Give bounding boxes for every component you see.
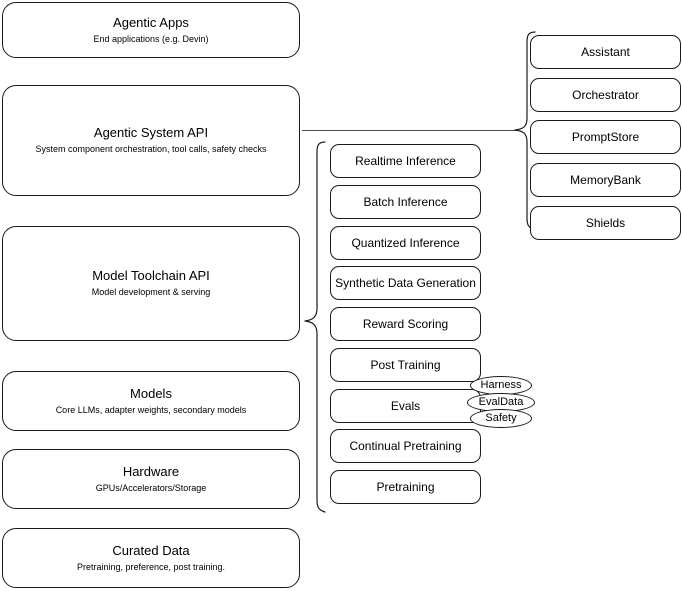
- layer-box-agentic-system-api[interactable]: Agentic System API System component orch…: [2, 85, 300, 196]
- layer-box-hardware[interactable]: Hardware GPUs/Accelerators/Storage: [2, 449, 300, 509]
- capability-box-continual-pretraining[interactable]: Continual Pretraining: [330, 429, 481, 463]
- capability-box-reward-scoring[interactable]: Reward Scoring: [330, 307, 481, 341]
- capability-box-realtime-inference[interactable]: Realtime Inference: [330, 144, 481, 178]
- agentic-component-label: Orchestrator: [572, 87, 639, 102]
- layer-subtitle: Core LLMs, adapter weights, secondary mo…: [55, 404, 247, 415]
- eval-pill-harness[interactable]: Harness: [470, 376, 532, 395]
- capability-label: Post Training: [370, 357, 441, 372]
- capability-box-post-training[interactable]: Post Training: [330, 348, 481, 382]
- capability-box-quantized-inference[interactable]: Quantized Inference: [330, 226, 481, 260]
- agentic-component-box-assistant[interactable]: Assistant: [530, 35, 681, 69]
- layer-subtitle: End applications (e.g. Devin): [93, 33, 209, 44]
- layer-title: Agentic System API: [93, 125, 209, 140]
- capability-box-evals[interactable]: Evals: [330, 389, 481, 423]
- agentic-component-label: Assistant: [581, 44, 630, 59]
- brace-agentic-components: [514, 31, 536, 231]
- layer-title: Model Toolchain API: [92, 268, 210, 283]
- capability-label: Pretraining: [376, 479, 435, 494]
- layer-subtitle: GPUs/Accelerators/Storage: [95, 482, 207, 493]
- connector-line-agentic-system-api: [302, 130, 516, 131]
- capability-label: Synthetic Data Generation: [335, 275, 476, 290]
- layer-subtitle: System component orchestration, tool cal…: [35, 144, 267, 154]
- agentic-component-box-shields[interactable]: Shields: [530, 206, 681, 240]
- capability-label: Continual Pretraining: [349, 438, 462, 453]
- layer-title: Hardware: [122, 463, 180, 479]
- capability-label: Evals: [390, 398, 421, 413]
- agentic-component-box-orchestrator[interactable]: Orchestrator: [530, 78, 681, 112]
- capability-label: Reward Scoring: [362, 316, 449, 331]
- agentic-component-label: PromptStore: [571, 129, 640, 144]
- layer-subtitle: Model development & serving: [91, 287, 211, 297]
- layer-box-models[interactable]: Models Core LLMs, adapter weights, secon…: [2, 371, 300, 431]
- eval-pill-evaldata[interactable]: EvalData: [467, 393, 535, 412]
- agentic-component-box-memorybank[interactable]: MemoryBank: [530, 163, 681, 197]
- capability-box-synthetic-data-generation[interactable]: Synthetic Data Generation: [330, 266, 481, 300]
- agentic-component-label: Shields: [585, 215, 626, 230]
- capability-label: Quantized Inference: [351, 235, 460, 250]
- layer-box-model-toolchain-api[interactable]: Model Toolchain API Model development & …: [2, 226, 300, 341]
- layer-title: Models: [130, 385, 172, 401]
- capability-label: Batch Inference: [363, 194, 448, 209]
- capability-box-batch-inference[interactable]: Batch Inference: [330, 185, 481, 219]
- brace-toolchain-capabilities: [304, 141, 326, 513]
- layer-box-curated-data[interactable]: Curated Data Pretraining, preference, po…: [2, 528, 300, 588]
- layer-box-agentic-apps[interactable]: Agentic Apps End applications (e.g. Devi…: [2, 2, 300, 58]
- layer-title: Curated Data: [112, 542, 190, 558]
- layer-title: Agentic Apps: [113, 14, 189, 30]
- layer-subtitle: Pretraining, preference, post training.: [76, 561, 226, 572]
- agentic-component-box-promptstore[interactable]: PromptStore: [530, 120, 681, 154]
- eval-pill-safety[interactable]: Safety: [470, 409, 532, 428]
- agentic-component-label: MemoryBank: [570, 172, 641, 187]
- capability-label: Realtime Inference: [355, 153, 456, 168]
- capability-box-pretraining[interactable]: Pretraining: [330, 470, 481, 504]
